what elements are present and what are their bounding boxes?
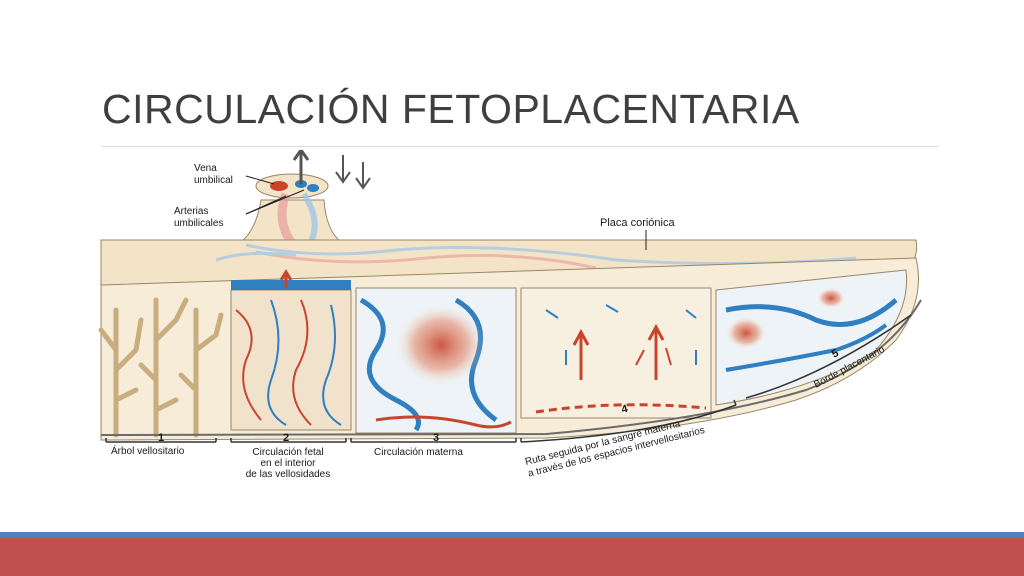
title-divider xyxy=(102,146,938,147)
fetal-circulation-region xyxy=(230,269,352,431)
section-2-label-line-2: en el interior xyxy=(260,458,316,469)
umbilical-cord xyxy=(239,173,343,245)
placenta-outer-border xyxy=(100,299,922,436)
flow-arrows-cord xyxy=(292,150,371,190)
footer-accent-stripe xyxy=(0,532,1024,538)
label-vena-umbilical-1: Vena xyxy=(194,163,217,174)
section-brackets xyxy=(105,314,912,443)
footer-bar xyxy=(0,538,1024,576)
section-4-number: 4 xyxy=(620,403,630,416)
section-2-label-line-3: de las vellosidades xyxy=(246,469,331,480)
intervillous-space-region xyxy=(520,287,712,419)
villous-tree xyxy=(98,297,224,438)
label-vena-umbilical-2: umbilical xyxy=(194,175,233,186)
label-arterias-umbilicales-1: Arterias xyxy=(174,206,208,217)
section-3-number: 3 xyxy=(433,432,439,444)
section-5-number: 5 xyxy=(830,347,841,360)
section-1-number: 1 xyxy=(158,432,164,444)
label-arterias-umbilicales-2: umbilicales xyxy=(174,218,223,229)
placental-border-region xyxy=(715,269,908,406)
section-2-label-line-1: Circulación fetal xyxy=(252,447,323,458)
section-2-number: 2 xyxy=(283,432,289,444)
maternal-circulation-region xyxy=(355,287,517,434)
placenta-diagram: Vena umbilical Arterias umbilicales Plac… xyxy=(98,150,922,480)
section-1-label: Árbol vellositario xyxy=(111,444,185,457)
section-3-label: Circulación materna xyxy=(374,447,463,458)
label-placa-corionica: Placa coriónica xyxy=(600,217,675,229)
label-pointers xyxy=(245,175,647,250)
slide-title: CIRCULACIÓN FETOPLACENTARIA xyxy=(102,86,800,132)
